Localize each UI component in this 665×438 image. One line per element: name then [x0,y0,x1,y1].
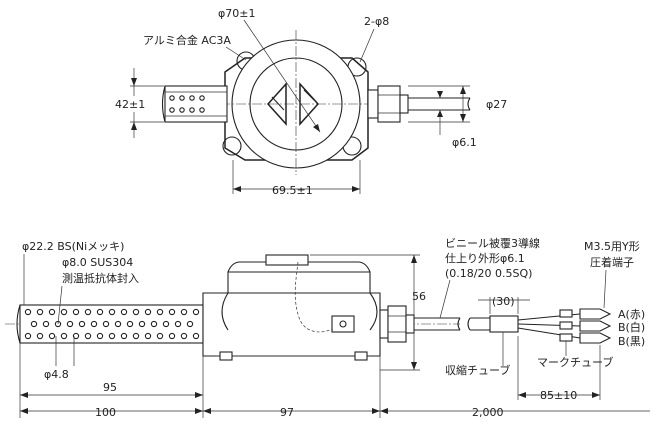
perforation-hole [132,332,140,340]
dim-strip-len: (30) [492,295,515,308]
chain [294,261,339,333]
perforation-hole [66,320,74,328]
chain-tab [331,315,355,333]
dim-cable-dia-top: φ6.1 [452,136,477,149]
perforation-hole [102,320,110,328]
shrink-tube [489,315,519,333]
perforation-hole [120,308,128,316]
perforation-hole [48,308,56,316]
dim-lead-len: 85±10 [540,389,577,402]
perforation-hole [90,320,98,328]
perforation-hole [168,308,176,316]
dim-height: 42±1 [115,98,145,111]
perforation-hole [24,332,32,340]
perforation-hole [84,332,92,340]
perforation-hole [120,332,128,340]
label-mount-holes: 2-φ8 [364,15,389,28]
label-housing-dia: φ70±1 [218,7,255,20]
perforation-hole [162,320,170,328]
side-probe-tube [19,304,204,344]
perforation-hole [186,320,194,328]
label-terminal-2: 圧着端子 [590,255,634,269]
perforation-hole [144,332,152,340]
perforation-hole [138,320,146,328]
label-lead-a: A(赤) [618,308,645,321]
perforation-hole [72,308,80,316]
perforation-hole [156,308,164,316]
perforation-hole [30,320,38,328]
side-gland-nut [387,305,407,343]
perforation-hole [48,332,56,340]
label-sheath: φ22.2 BS(Niメッキ) [22,240,124,253]
perforation-hole [192,332,200,340]
perforation-hole [192,308,200,316]
perforation-hole [180,332,188,340]
dim-head-height: 56 [412,290,426,303]
top-gland-nut [377,85,401,123]
perforation-hole [42,320,50,328]
perforation-hole [84,308,92,316]
label-cable-1: ビニール被覆3導線 [445,236,540,250]
top-gland-base [367,89,379,119]
dim-head-len: 97 [280,406,294,419]
dim-cable-len: 2,000 [472,406,504,419]
label-lead-b1: B(白) [618,320,645,334]
perforation-hole [96,308,104,316]
side-cap [265,254,309,266]
label-element-2: 測温抵抗体封入 [62,271,139,285]
terminal-b1 [579,320,612,332]
perforation-hole [132,308,140,316]
perforation-hole [24,308,32,316]
label-lead-b2: B(黒) [618,335,645,348]
perforation-holes [24,308,200,340]
perforation-hole [60,308,68,316]
perforation-hole [144,308,152,316]
label-hole-dia: φ4.8 [44,368,69,381]
top-view: 42±1 φ27 φ6.1 69.5±1 φ70±1 アルミ合金 AC3A 2-… [115,7,507,197]
label-terminal-1: M3.5用Y形 [584,240,640,253]
dim-width: 69.5±1 [272,184,313,197]
perforation-hole [72,332,80,340]
side-view: 56 (30) 95 100 97 2,000 85±10 φ22.2 BS(N… [5,236,650,419]
perforation-hole [174,320,182,328]
perforation-hole [180,308,188,316]
perforation-hole [108,332,116,340]
mount-hole-bottom-left [222,136,242,156]
terminal-b2 [579,332,612,344]
perforation-hole [150,320,158,328]
label-cable-3: (0.18/20 0.5SQ) [445,267,532,280]
dim-perf-len: 95 [103,381,117,394]
perforation-hole [36,308,44,316]
perforation-hole [114,320,122,328]
side-head-cover [227,271,371,294]
label-shrink-tube: 収縮チューブ [445,363,510,377]
perforation-hole [78,320,86,328]
perforation-hole [96,332,104,340]
dim-gland-dia: φ27 [486,98,507,111]
dim-probe-len: 100 [95,406,116,419]
label-mark-tube: マークチューブ [537,355,613,369]
label-material: アルミ合金 AC3A [143,33,231,47]
perforation-hole [168,332,176,340]
label-element-1: φ8.0 SUS304 [62,256,133,269]
perforation-hole [156,332,164,340]
perforation-hole [36,332,44,340]
top-probe-tube [164,85,228,123]
perforation-hole [108,308,116,316]
terminal-a [579,308,612,320]
label-cable-2: 仕上り外形φ6.1 [445,252,525,265]
perforation-hole [126,320,134,328]
perforation-hole [60,332,68,340]
